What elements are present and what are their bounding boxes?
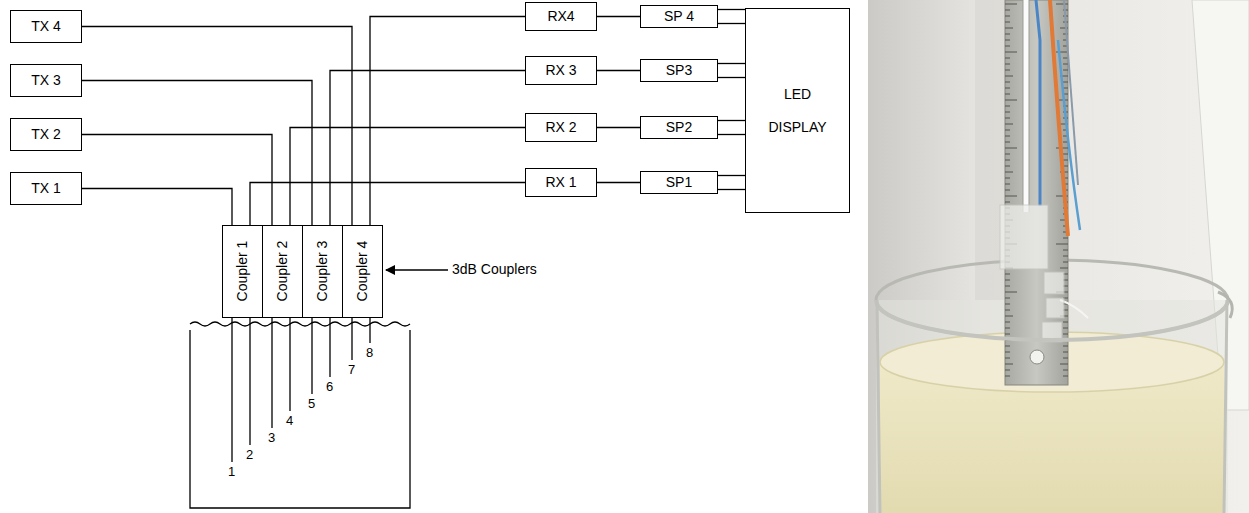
callout-number: 8 — [366, 346, 373, 360]
connector-line — [718, 134, 745, 135]
box-label: TX 3 — [31, 72, 61, 88]
coupler-box: Coupler 3 — [302, 225, 343, 318]
box-label: SP 4 — [664, 8, 694, 24]
box-label: LED DISPLAY — [768, 78, 826, 144]
box-label: TX 1 — [31, 180, 61, 196]
box-label: Coupler 2 — [274, 241, 290, 302]
beaker-spout — [1218, 292, 1232, 318]
fiber-probe — [351, 318, 352, 360]
tx-box: TX 2 — [10, 118, 82, 151]
box-label: Coupler 3 — [314, 241, 330, 302]
connector-line — [718, 77, 745, 78]
photo — [868, 0, 1249, 513]
rx-box: RX4 — [525, 2, 597, 31]
box-label: RX4 — [547, 8, 574, 24]
connector-line — [597, 182, 640, 183]
fiber-probe — [329, 318, 330, 377]
connector-line — [597, 70, 640, 71]
fiber-probe — [249, 318, 250, 445]
sp-box: SP3 — [640, 59, 718, 82]
callout-number: 4 — [286, 414, 293, 428]
rx-box: RX 1 — [525, 168, 597, 197]
box-label: Coupler 1 — [234, 241, 250, 302]
fiber-probe — [271, 318, 272, 428]
fiber — [1023, 0, 1030, 212]
fiber — [1064, 0, 1078, 185]
sp-box: SP2 — [640, 116, 718, 139]
led-display-box: LED DISPLAY — [745, 8, 850, 213]
ruler-ticks — [1005, 4, 1068, 376]
connector-line — [718, 189, 745, 190]
connector-line — [597, 16, 640, 17]
tx-box: TX 4 — [10, 10, 82, 43]
connector-line — [718, 9, 745, 10]
ruler-hole — [1030, 350, 1044, 364]
box-label: SP1 — [666, 174, 692, 190]
tx-box: TX 3 — [10, 64, 82, 97]
callout-number: 6 — [326, 380, 333, 394]
box-label: Coupler 4 — [354, 241, 370, 302]
callout-number: 3 — [268, 431, 275, 445]
sp-box: SP1 — [640, 171, 718, 194]
connector-line — [718, 120, 745, 121]
coupler-box: Coupler 4 — [342, 225, 383, 318]
fiber — [1024, 0, 1029, 212]
box-label: RX 2 — [545, 119, 576, 135]
connector-line — [290, 128, 525, 226]
connector-line — [597, 127, 640, 128]
beaker-rim-front — [876, 300, 1228, 340]
callout-number: 5 — [308, 397, 315, 411]
connector-line — [82, 189, 232, 226]
fiber-probe — [289, 318, 290, 411]
beaker-wall — [1224, 300, 1227, 513]
fiber-probes — [232, 318, 370, 462]
beaker-wall — [877, 300, 880, 513]
coupler-box: Coupler 2 — [262, 225, 303, 318]
pointer-arrow — [386, 269, 448, 270]
box-label: TX 4 — [31, 18, 61, 34]
callout-number: 1 — [228, 465, 235, 479]
connector-line — [82, 27, 352, 226]
tape — [1000, 205, 1048, 269]
connector-line — [370, 17, 525, 226]
fiber-probe — [311, 318, 312, 394]
connector-line — [718, 175, 745, 176]
tank-outline — [190, 330, 410, 508]
annotation-label: 3dB Couplers — [452, 262, 537, 277]
rx-box: RX 3 — [525, 56, 597, 85]
connector-line — [82, 135, 272, 226]
fiber — [1036, 0, 1040, 206]
connector-line — [718, 23, 745, 24]
box-label: SP2 — [666, 119, 692, 135]
rx-box: RX 2 — [525, 113, 597, 142]
box-label: RX 1 — [545, 174, 576, 190]
tape — [1046, 298, 1064, 318]
connector-line — [82, 81, 312, 226]
tape — [1044, 272, 1064, 294]
coupler-box: Coupler 1 — [222, 225, 263, 318]
connector-line — [718, 63, 745, 64]
connector-line — [250, 183, 525, 226]
connector-line — [330, 71, 525, 226]
fiber-probe — [369, 318, 370, 343]
liquid-surface — [190, 322, 410, 326]
callout-number: 2 — [246, 448, 253, 462]
box-label: SP3 — [666, 62, 692, 78]
sp-box: SP 4 — [640, 5, 718, 28]
tx-box: TX 1 — [10, 172, 82, 205]
box-label: RX 3 — [545, 62, 576, 78]
beaker-glass — [876, 300, 1228, 513]
photo-background — [868, 0, 1249, 513]
callout-number: 7 — [348, 363, 355, 377]
box-label: TX 2 — [31, 126, 61, 142]
fiber-probe — [231, 318, 232, 462]
